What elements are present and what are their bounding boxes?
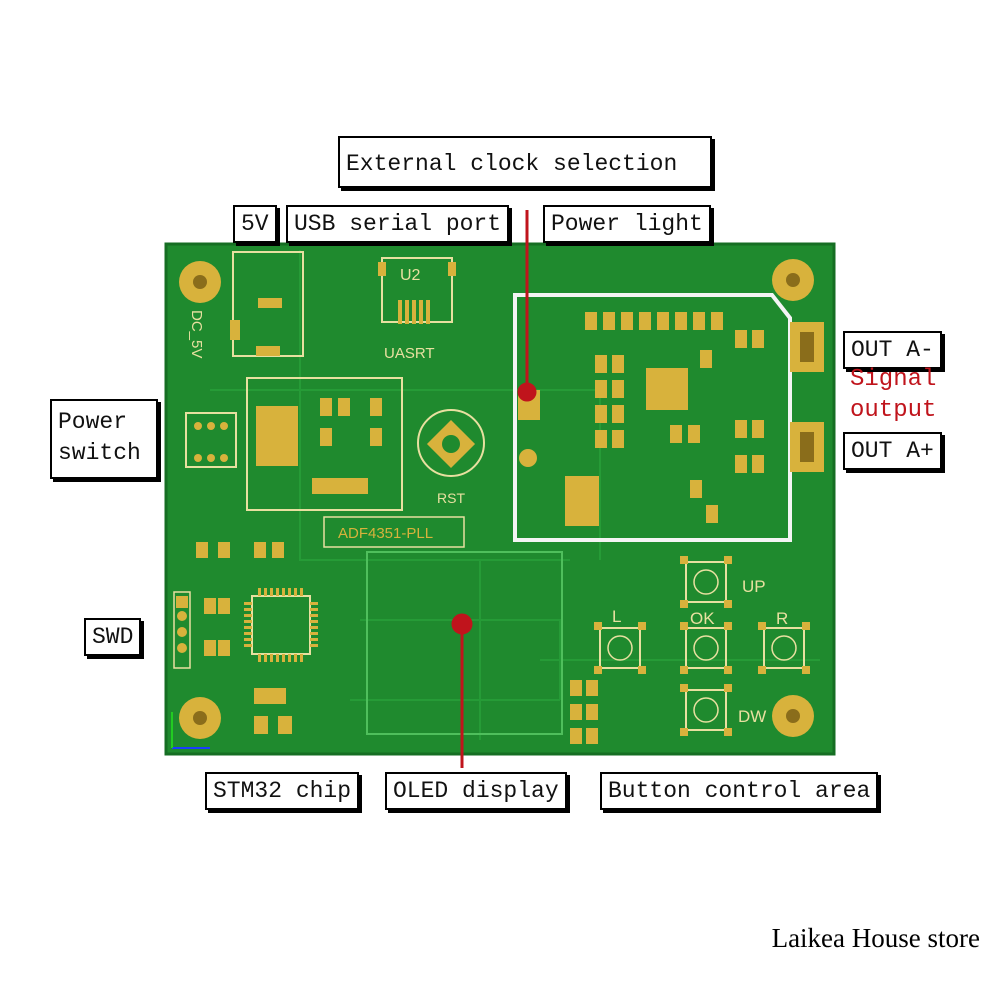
ok-label: OK xyxy=(690,609,715,628)
pcb-board xyxy=(166,244,834,754)
swd-header xyxy=(173,591,191,669)
oled-outline xyxy=(366,551,563,735)
rst-label: RST xyxy=(437,490,465,506)
five-v-callout: 5V xyxy=(233,205,277,243)
stm32-footprint xyxy=(251,595,311,655)
power-light-callout: Power light xyxy=(543,205,711,243)
dc-label: DC_5V xyxy=(188,310,205,358)
l-label: L xyxy=(612,607,621,626)
board-name-box xyxy=(323,516,465,548)
r-label: R xyxy=(776,609,788,628)
store-watermark: Laikea House store xyxy=(763,919,988,958)
oled-callout: OLED display xyxy=(385,772,567,810)
stm32-callout: STM32 chip xyxy=(205,772,360,810)
out-a-minus-callout: OUT A- xyxy=(843,331,942,369)
board-name-label: ADF4351-PLL xyxy=(338,525,433,542)
regulator-block xyxy=(246,377,403,511)
power-switch-callout: Power switch xyxy=(50,399,158,479)
reset-button-footprint xyxy=(417,409,485,477)
power-switch-footprint xyxy=(185,412,237,468)
origin-axis-marker xyxy=(171,712,210,749)
uasrt-label: UASRT xyxy=(384,345,435,362)
buttons-footprints xyxy=(599,561,805,731)
u2-label: U2 xyxy=(400,267,421,284)
out-a-plus-callout: OUT A+ xyxy=(843,432,942,470)
buttons-callout: Button control area xyxy=(600,772,879,810)
usb-serial-callout: USB serial port xyxy=(286,205,510,243)
dw-label: DW xyxy=(738,707,766,726)
usb-connector xyxy=(381,257,453,323)
swd-callout: SWD xyxy=(84,618,142,656)
signal-output-label: Signal output xyxy=(850,366,937,424)
up-label: UP xyxy=(742,577,766,596)
pointer-lines xyxy=(451,210,537,768)
external-clock-callout: External clock selection xyxy=(338,136,712,188)
